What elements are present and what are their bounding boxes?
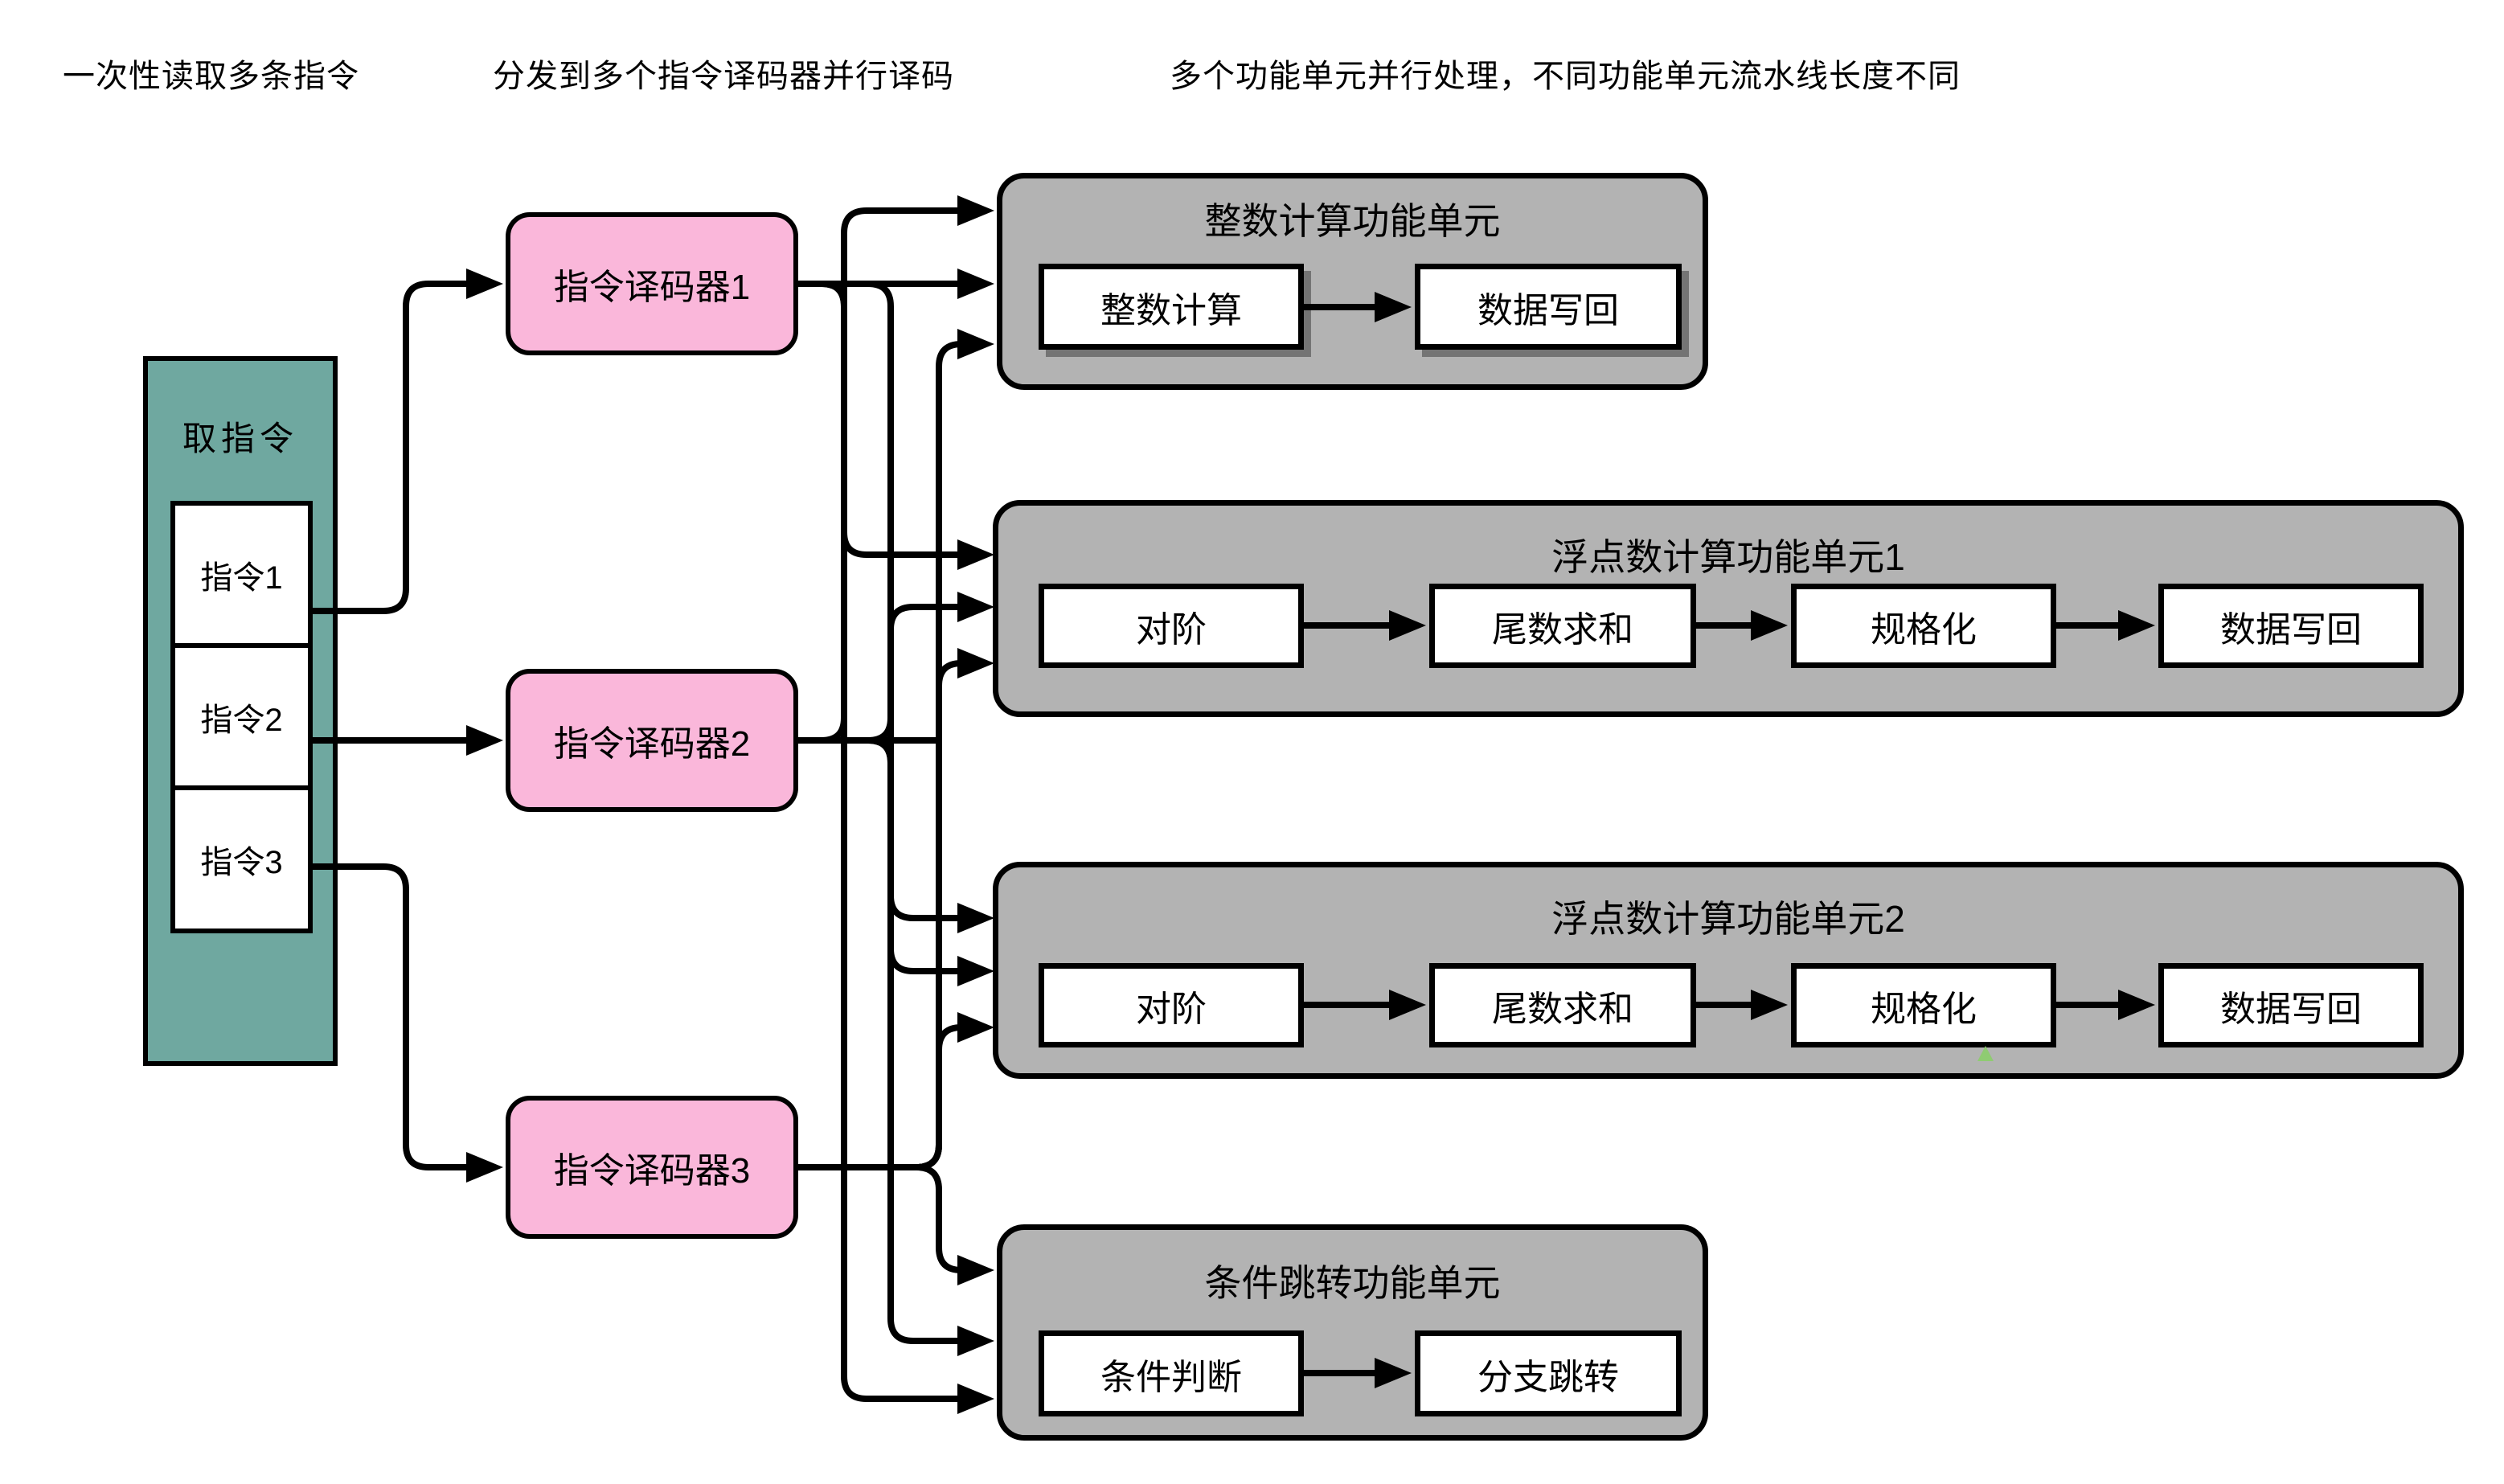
- decoder-1-box: 指令译码器1: [506, 212, 798, 355]
- arrowhead-instr1-decoder1: [466, 269, 503, 299]
- line-decoder1-float1-top: [821, 281, 962, 558]
- arrowhead-float2-mid: [957, 956, 994, 986]
- line-decoder3-branch-top: [798, 1164, 962, 1273]
- line-decoder2-int-top: [821, 207, 962, 744]
- stage-integer-compute: 整数计算: [1039, 264, 1304, 350]
- arrowhead-instr2-decoder2: [466, 725, 503, 756]
- arrowhead-float1-bottom: [957, 648, 994, 678]
- annotation-fetch: 一次性读取多条指令: [63, 59, 359, 94]
- stage-integer-writeback: 数据写回: [1415, 264, 1682, 350]
- arrowhead-int-bottom: [957, 329, 994, 359]
- arrowhead-float1-top: [957, 539, 994, 570]
- stage-branch-condition: 条件判断: [1039, 1330, 1304, 1416]
- stage-f2-writeback: 数据写回: [2158, 963, 2424, 1047]
- decoder-2-box: 指令译码器2: [506, 669, 798, 812]
- stage-f1-mantissa: 尾数求和: [1429, 584, 1696, 668]
- instruction-2-box: 指令2: [170, 643, 313, 791]
- line-decoder2-branch-mid: [867, 737, 962, 1344]
- arrowhead-float1-mid: [957, 592, 994, 622]
- line-decoder2-float2-mid: [867, 737, 962, 974]
- line-decoder3-int-bottom: [798, 341, 962, 1170]
- integer-unit-title: 整数计算功能单元: [1204, 200, 1501, 242]
- arrowhead-float2-top: [957, 903, 994, 933]
- arrowhead-instr3-decoder3: [466, 1152, 503, 1183]
- arrowhead-branch-top: [957, 1255, 994, 1285]
- stage-f1-align: 对阶: [1039, 584, 1304, 668]
- instruction-1-box: 指令1: [170, 501, 313, 649]
- line-decoder3-float1-bottom: [798, 660, 962, 1170]
- arrowhead-int-top: [957, 195, 994, 226]
- fetch-unit-title: 取指令: [182, 420, 298, 457]
- line-decoder1-float2-top: [867, 281, 962, 921]
- annotation-dispatch: 分发到多个指令译码器并行译码: [493, 59, 954, 94]
- line-decoder2-float1-mid: [867, 604, 962, 744]
- stage-branch-jump: 分支跳转: [1415, 1330, 1682, 1416]
- line-decoder3-float2-bottom: [798, 1024, 962, 1170]
- stage-f1-normalize: 规格化: [1791, 584, 2056, 668]
- arrowhead-float2-bottom: [957, 1012, 994, 1043]
- stage-f2-mantissa: 尾数求和: [1429, 963, 1696, 1047]
- float-unit-1-title: 浮点数计算功能单元1: [1551, 536, 1905, 578]
- arrowhead-branch-mid: [957, 1326, 994, 1356]
- arrowhead-branch-bottom: [957, 1384, 994, 1414]
- branch-unit-title: 条件跳转功能单元: [1204, 1262, 1501, 1304]
- stage-f2-align: 对阶: [1039, 963, 1304, 1047]
- decoder-3-box: 指令译码器3: [506, 1096, 798, 1239]
- arrowhead-int-mid: [957, 269, 994, 299]
- line-decoder1-branch-bottom: [821, 281, 962, 1402]
- instruction-3-box: 指令3: [170, 785, 313, 933]
- stage-f1-writeback: 数据写回: [2158, 584, 2424, 668]
- stage-f2-normalize: 规格化: [1791, 963, 2056, 1047]
- annotation-parallel: 多个功能单元并行处理，不同功能单元流水线长度不同: [1170, 59, 1961, 94]
- float-unit-2-title: 浮点数计算功能单元2: [1551, 898, 1905, 940]
